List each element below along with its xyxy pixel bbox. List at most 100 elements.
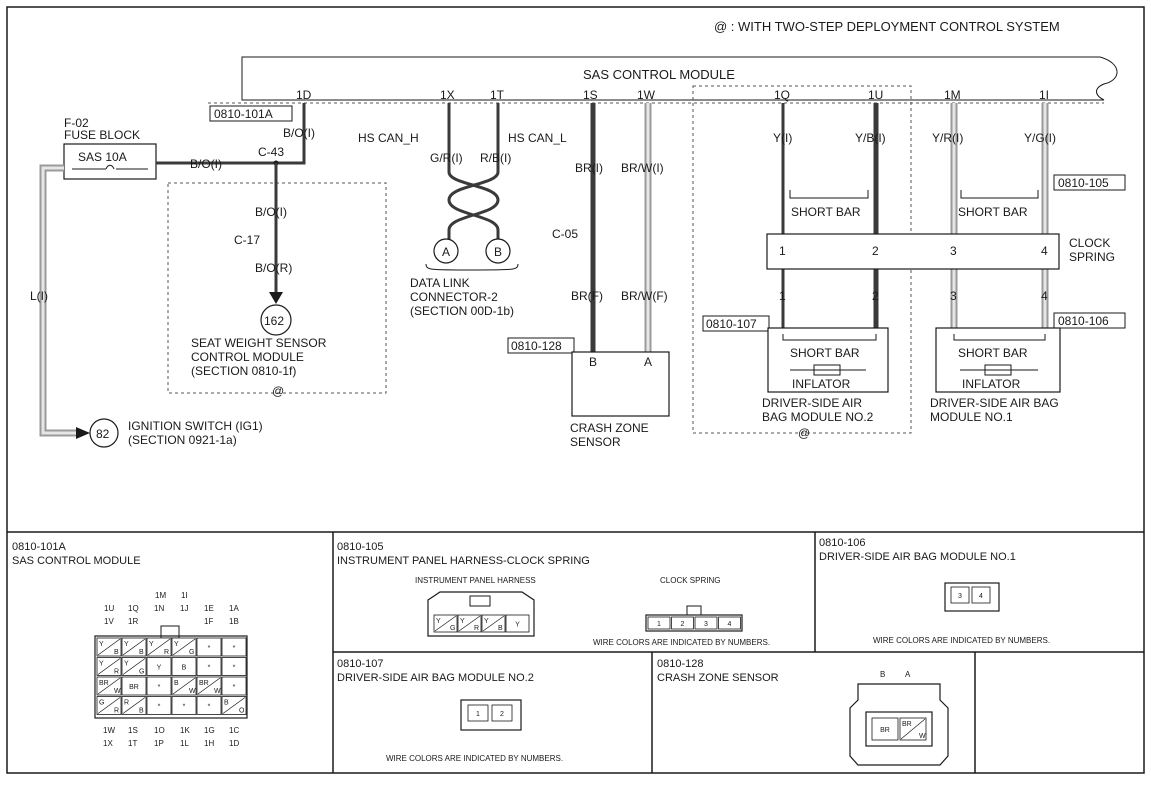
airbag1-inflator-icon — [984, 364, 1012, 376]
crash-label-1: CRASH ZONE — [570, 421, 649, 435]
p101a-cell-3-4-label: * — [208, 704, 211, 711]
label-c05: C-05 — [552, 227, 578, 241]
p101a-cell-0-5-box — [221, 637, 247, 657]
pin-1m: 1M — [944, 88, 961, 102]
label-y-i: Y(I) — [773, 131, 792, 145]
pin-1w: 1W — [637, 88, 656, 102]
p101a-bot2-4: 1H — [204, 739, 214, 748]
p101a-cell-3-4-box — [196, 696, 222, 715]
p107-cell-1-label: 2 — [500, 711, 504, 718]
p105-harness-cell-1-top: Y — [460, 618, 465, 625]
p101a-cell-0-2-split — [147, 638, 171, 656]
p101a-cell-1-1-split — [122, 658, 146, 675]
p105-spring-cell-2-label: 3 — [704, 621, 708, 628]
airbag1-short-bar — [953, 334, 1046, 341]
dlc-brace — [425, 263, 519, 271]
p101a-cell-3-3-box — [171, 696, 197, 715]
p101a-cell-1-3-box — [171, 657, 197, 676]
label-y-g-i: Y/G(I) — [1024, 131, 1056, 145]
p101a-top3-2: 1F — [204, 617, 213, 626]
airbag2-label-1: DRIVER-SIDE AIR — [762, 396, 862, 410]
p128-cell-0-label: BR — [880, 727, 890, 734]
clock-label-2: SPRING — [1069, 250, 1115, 264]
tag-0810-105-label: 0810-105 — [1058, 176, 1109, 190]
tag-0810-106 — [1053, 312, 1126, 329]
dlc-pin-a — [433, 238, 459, 264]
p107-cell-1-box — [491, 704, 513, 722]
p101a-top3-1: 1R — [128, 617, 138, 626]
p101a-cell-0-2-bottom: R — [164, 649, 169, 656]
p101a-top2-5: 1A — [229, 604, 239, 613]
airbag2-short-bar — [782, 334, 877, 341]
airbag2-module — [767, 327, 889, 393]
wire-b-o-i — [156, 103, 306, 165]
p107-title: DRIVER-SIDE AIR BAG MODULE NO.2 — [337, 672, 534, 684]
p105-right-caption: CLOCK SPRING — [660, 576, 720, 585]
p106-cell-1-box — [971, 586, 991, 604]
label-l-i: L(I) — [30, 289, 48, 303]
ignition-ref: 82 — [96, 427, 110, 441]
fuse-block-name: FUSE BLOCK — [64, 128, 140, 142]
wire-can-l — [447, 103, 500, 240]
p101a-cell-3-2-label: * — [158, 704, 161, 711]
p101a-cell-1-5-label: * — [233, 665, 236, 672]
p101a-cell-3-3-label: * — [183, 704, 186, 711]
tag-0810-128-label: 0810-128 — [511, 339, 562, 353]
p101a-cell-0-4-box — [196, 637, 222, 657]
label-r-b-i: R/B(I) — [480, 151, 511, 165]
label-b-o-i-1d: B/O(I) — [283, 126, 315, 140]
p101a-top2-2: 1N — [154, 604, 164, 613]
tag-0810-106-label: 0810-106 — [1058, 314, 1109, 328]
airbag1-inflator-label: INFLATOR — [962, 377, 1021, 391]
p101a-cell-3-5-top: B — [224, 700, 229, 707]
p101a-top2-3: 1J — [180, 604, 188, 613]
p101a-bot1-2: 1O — [154, 726, 165, 735]
p105-spring-cell-0-label: 1 — [657, 621, 661, 628]
short-bar-105-left-label: SHORT BAR — [791, 205, 861, 219]
fuse-label: SAS 10A — [78, 150, 127, 164]
seat-label-1: SEAT WEIGHT SENSOR — [191, 336, 327, 350]
p101a-cell-3-1-top: R — [124, 700, 129, 707]
ignition-arrow — [76, 427, 90, 439]
p101a-cell-2-3-bottom: W — [189, 688, 196, 695]
pin-1q: 1Q — [774, 88, 790, 102]
p105-harness-cell-0-bottom: G — [450, 625, 455, 632]
tag-0810-101a-label: 0810-101A — [214, 107, 273, 121]
p101a-bot2-3: 1L — [180, 739, 189, 748]
p101a-cell-2-5-label: * — [233, 684, 236, 691]
seat-arrow — [269, 292, 283, 304]
p101a-cell-0-2-top: Y — [149, 641, 154, 648]
p101a-cell-3-0-split — [97, 697, 121, 714]
ignition-label-2: (SECTION 0921-1a) — [128, 433, 237, 447]
tag-0810-107 — [702, 315, 770, 332]
clock-pin-1: 1 — [779, 244, 786, 258]
p101a-bot2-1: 1T — [128, 739, 137, 748]
label-br-i: BR(I) — [575, 161, 603, 175]
airbag2-label-2: BAG MODULE NO.2 — [762, 410, 874, 424]
pin-1i: 1I — [1039, 88, 1049, 102]
p101a-top3-0: 1V — [104, 617, 114, 626]
module-pin-labels: 1D 1X 1T 1S 1W 1Q 1U 1M 1I — [296, 88, 1049, 102]
crash-label-2: SENSOR — [570, 435, 621, 449]
p101a-bot1-0: 1W — [103, 726, 115, 735]
wire-l-i — [39, 164, 78, 437]
p101a-cell-3-0-top: G — [99, 700, 104, 707]
p128-cell-1-split — [900, 718, 926, 740]
p101a-bot1-1: 1S — [128, 726, 138, 735]
label-b-o-r: B/O(R) — [255, 261, 292, 275]
p105-spring-cell-0-box — [647, 616, 671, 630]
p106-cell-0-label: 3 — [958, 593, 962, 600]
p105-harness-cell-1-split — [458, 615, 481, 632]
airbag2-marker: @ — [798, 426, 810, 440]
p101a-cell-1-2-label: Y — [157, 665, 162, 672]
p105-spring-cell-3-label: 4 — [728, 621, 732, 628]
seat-label-2: CONTROL MODULE — [191, 350, 304, 364]
label-y-b-i: Y/B(I) — [855, 131, 886, 145]
pin-1s: 1S — [583, 88, 598, 102]
p128-pin-a: A — [905, 670, 911, 679]
